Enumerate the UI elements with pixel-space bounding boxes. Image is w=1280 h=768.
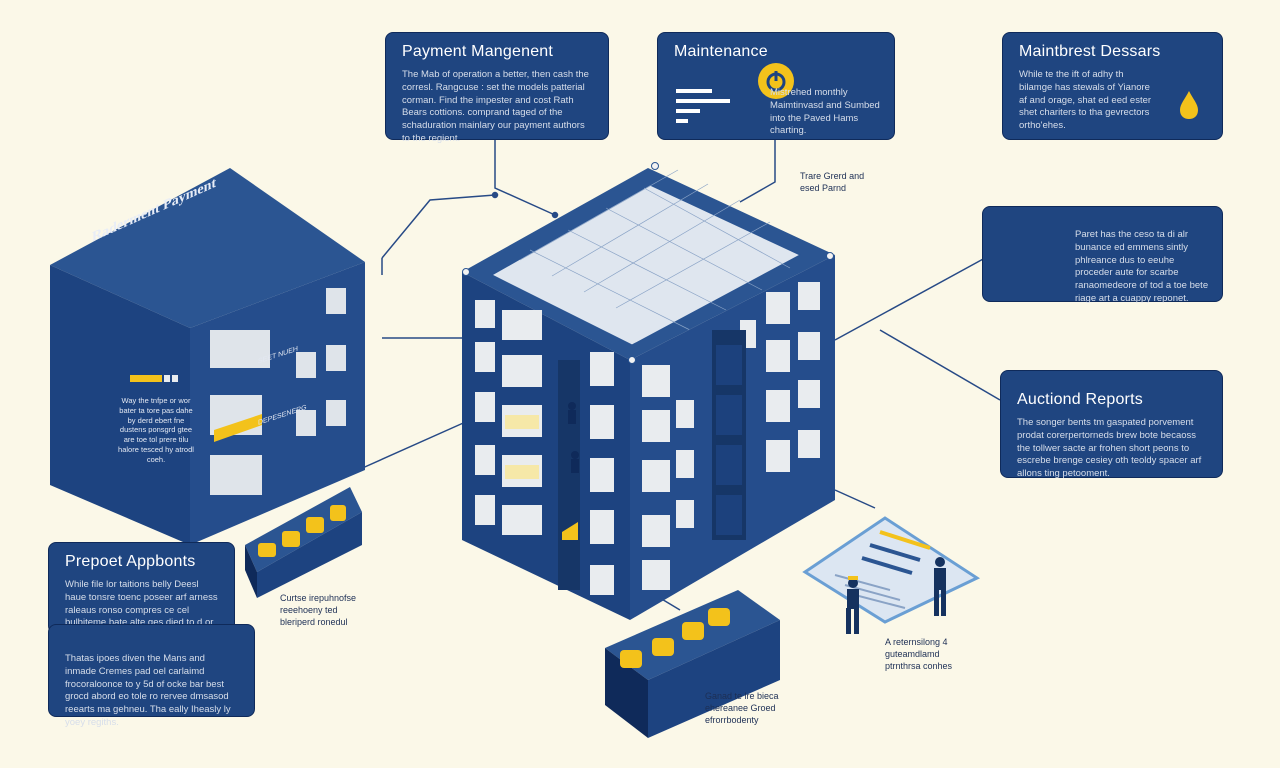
maintenance-title: Maintenance [674,43,768,60]
payment-management-title: Payment Mangenent [402,43,554,60]
payment-management-card: Payment Mangenent The Mab of operation a… [385,32,609,144]
maintbrest-dessars-card: Maintbrest Dessars While te the ift of a… [1002,32,1223,140]
keypad-module [245,487,362,598]
auctiond-reports-body: The songer bents tm gaspated porvement p… [1017,417,1202,480]
maintbrest-dessars-body: While te the ift of adhy th bilamge has … [1019,69,1152,132]
auctiond-reports-title: Auctiond Reports [1017,391,1143,408]
maintenance-bars [676,89,736,123]
auctiond-reports-card: Auctiond Reports The songer bents tm gas… [1000,370,1223,480]
central-building [462,162,835,620]
payment-management-body: The Mab of operation a better, then cash… [402,69,589,145]
prepoet-appbonts-card: Prepoet Appbonts While file lor taitions… [48,542,235,641]
keypad-note: Curtse irepuhnofse reeehoeny ted bleripe… [280,593,357,628]
droplet-icon [1178,89,1200,128]
right-pin-card: Paret has the ceso ta di alr bunance ed … [982,206,1223,304]
connector-lines [357,140,1001,611]
bottom-module [605,590,780,738]
maintenance-card: Maintenance Mistrehed monthly Maimtinvas… [657,32,895,140]
worker-note: A reternsilong 4 guteamdlamd ptrnthrsa c… [885,637,953,672]
building-side-notes: Way the tnfpe or wor bater ta tore pas d… [118,396,194,464]
power-icon [758,63,794,99]
prepoet-appbonts-title: Prepoet Appbonts [65,553,196,570]
maintenance-body: Mistrehed monthly Maimtinvasd and Sumbed… [770,87,880,137]
maintbrest-dessars-title: Maintbrest Dessars [1019,43,1161,60]
worker-figures [846,557,946,634]
bottom-left-body: Thatas ipoes diven the Mans and inmade C… [65,653,231,729]
bottom-module-note: Ganad te lre bieca ehereanee Groed efror… [705,691,779,726]
left-building-block [50,168,365,545]
right-pin-body: Paret has the ceso ta di alr bunance ed … [1075,229,1209,305]
bottom-left-card: Thatas ipoes diven the Mans and inmade C… [48,624,255,728]
top-connector-note: Trare Grerd and esed Parnd [800,171,865,194]
